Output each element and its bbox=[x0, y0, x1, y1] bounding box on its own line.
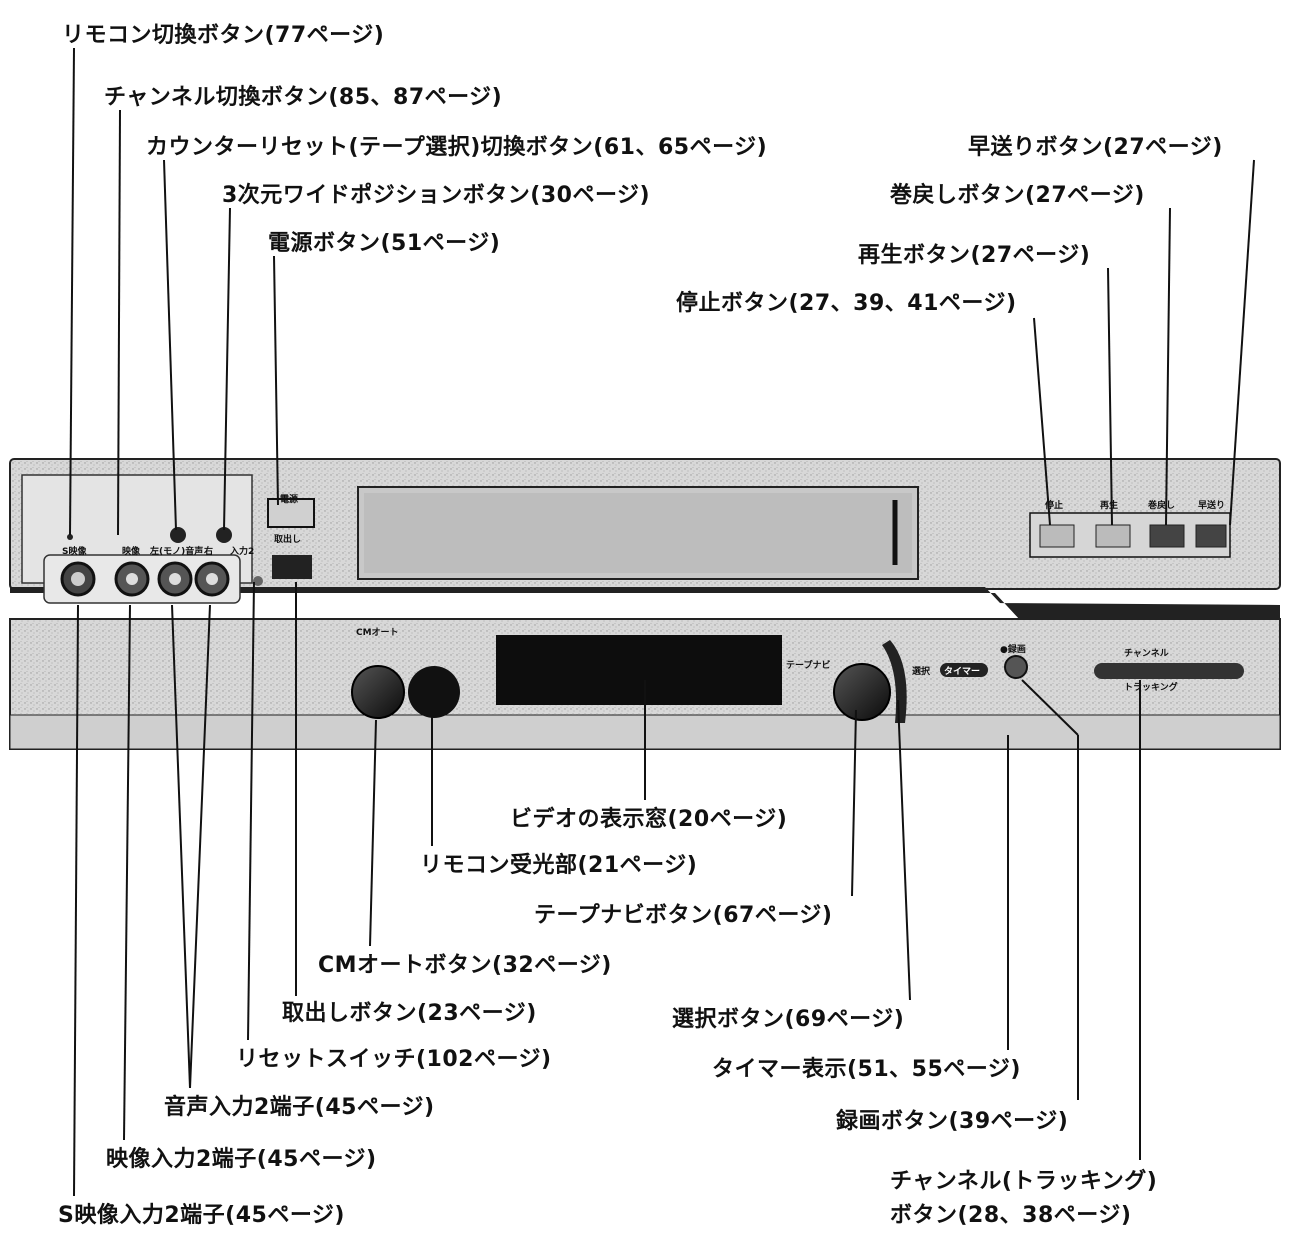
panel-power-label: 電源 bbox=[280, 495, 299, 505]
panel-tracking-label: トラッキング bbox=[1124, 683, 1178, 693]
cm-auto-callout: CMオートボタン(32ページ) bbox=[318, 953, 612, 978]
channel-tracking-callout-line2: ボタン(28、38ページ) bbox=[890, 1203, 1132, 1228]
timer-display-callout: タイマー表示(51、55ページ) bbox=[712, 1057, 1021, 1082]
s-video-in2-callout: S映像入力2端子(45ページ) bbox=[58, 1203, 345, 1228]
remote-sensor-callout: リモコン受光部(21ページ) bbox=[420, 853, 698, 878]
play-callout: 再生ボタン(27ページ) bbox=[858, 243, 1091, 268]
panel-s-video-label: S映像 bbox=[62, 547, 87, 557]
panel-input2-label: 入力2 bbox=[230, 547, 255, 557]
panel-channel-label: チャンネル bbox=[1124, 649, 1169, 659]
audio-in2-callout: 音声入力2端子(45ページ) bbox=[164, 1095, 435, 1120]
panel-tape-navi-label: テープナビ bbox=[786, 661, 831, 671]
vcr-front-panel bbox=[9, 458, 1281, 750]
panel-ff-label: 早送り bbox=[1198, 501, 1226, 511]
panel-timer-label: タイマー bbox=[944, 667, 981, 677]
remote-switch-callout: リモコン切換ボタン(77ページ) bbox=[62, 23, 385, 48]
wide-position-callout: 3次元ワイドポジションボタン(30ページ) bbox=[222, 183, 651, 208]
counter-reset-callout: カウンターリセット(テープ選択)切換ボタン(61、65ページ) bbox=[146, 135, 768, 160]
tape-navi-callout: テープナビボタン(67ページ) bbox=[534, 903, 833, 928]
panel-audio-l-label: 左(モノ)音声 bbox=[150, 547, 204, 557]
panel-select-label: 選択 bbox=[912, 667, 931, 677]
fast-forward-callout: 早送りボタン(27ページ) bbox=[968, 135, 1223, 160]
channel-tracking-callout-line1: チャンネル(トラッキング) bbox=[890, 1169, 1158, 1194]
power-callout: 電源ボタン(51ページ) bbox=[268, 231, 501, 256]
panel-video-label: 映像 bbox=[122, 547, 141, 557]
panel-rewind-label: 巻戻し bbox=[1148, 501, 1176, 511]
panel-audio-r-label: 右 bbox=[204, 547, 214, 557]
panel-stop-label: 停止 bbox=[1045, 501, 1064, 511]
reset-switch-callout: リセットスイッチ(102ページ) bbox=[236, 1047, 552, 1072]
panel-cm-auto-label: CMオート bbox=[356, 628, 399, 638]
channel-switch-callout: チャンネル切換ボタン(85、87ページ) bbox=[104, 85, 503, 110]
rewind-callout: 巻戻しボタン(27ページ) bbox=[890, 183, 1145, 208]
display-window-callout: ビデオの表示窓(20ページ) bbox=[510, 807, 788, 832]
stop-callout: 停止ボタン(27、39、41ページ) bbox=[676, 291, 1017, 316]
panel-eject-label: 取出し bbox=[274, 535, 302, 545]
panel-play-label: 再生 bbox=[1100, 501, 1119, 511]
eject-callout: 取出しボタン(23ページ) bbox=[282, 1001, 537, 1026]
panel-record-label: ●録画 bbox=[1000, 645, 1026, 655]
record-callout: 録画ボタン(39ページ) bbox=[836, 1109, 1069, 1134]
select-callout: 選択ボタン(69ページ) bbox=[672, 1007, 905, 1032]
video-in2-callout: 映像入力2端子(45ページ) bbox=[106, 1147, 377, 1172]
